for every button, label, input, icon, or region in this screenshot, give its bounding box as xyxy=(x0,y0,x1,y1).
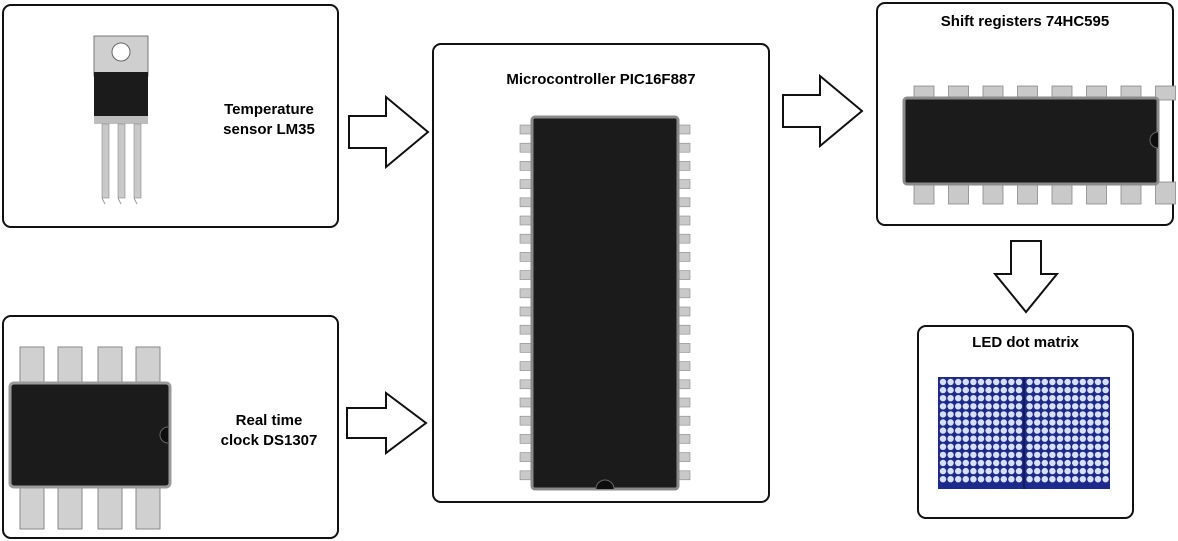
block-arrow-icon xyxy=(346,391,428,455)
rtc-label-line1: Real time xyxy=(235,412,303,429)
block-arrow-icon xyxy=(992,240,1060,314)
block-arrow-icon xyxy=(782,73,864,149)
dip40-package-icon xyxy=(519,115,691,491)
rtc-label: Real time clock DS1307 xyxy=(199,411,339,451)
rtc-label-line2: clock DS1307 xyxy=(220,432,318,449)
temperature-sensor-label-line1: Temperature xyxy=(224,101,314,118)
dip16-package-icon xyxy=(902,85,1176,205)
led-dot-matrix-photo xyxy=(938,377,1110,489)
shift-registers-label: Shift registers 74HC595 xyxy=(940,13,1110,30)
microcontroller-label: Microcontroller PIC16F887 xyxy=(506,71,696,88)
led-matrix-label: LED dot matrix xyxy=(972,334,1079,351)
temperature-sensor-block: Temperature sensor LM35 xyxy=(2,4,339,228)
temperature-sensor-label: Temperature sensor LM35 xyxy=(199,100,339,140)
temperature-sensor-label-line2: sensor LM35 xyxy=(223,121,315,138)
shift-registers-block: Shift registers 74HC595 xyxy=(876,2,1176,226)
soic8-package-icon xyxy=(8,346,172,530)
led-matrix-block: LED dot matrix xyxy=(917,325,1134,519)
microcontroller-block: Microcontroller PIC16F887 xyxy=(432,43,770,503)
to220-package-icon xyxy=(93,35,149,205)
rtc-block: Real time clock DS1307 xyxy=(2,315,339,539)
block-arrow-icon xyxy=(348,94,430,170)
